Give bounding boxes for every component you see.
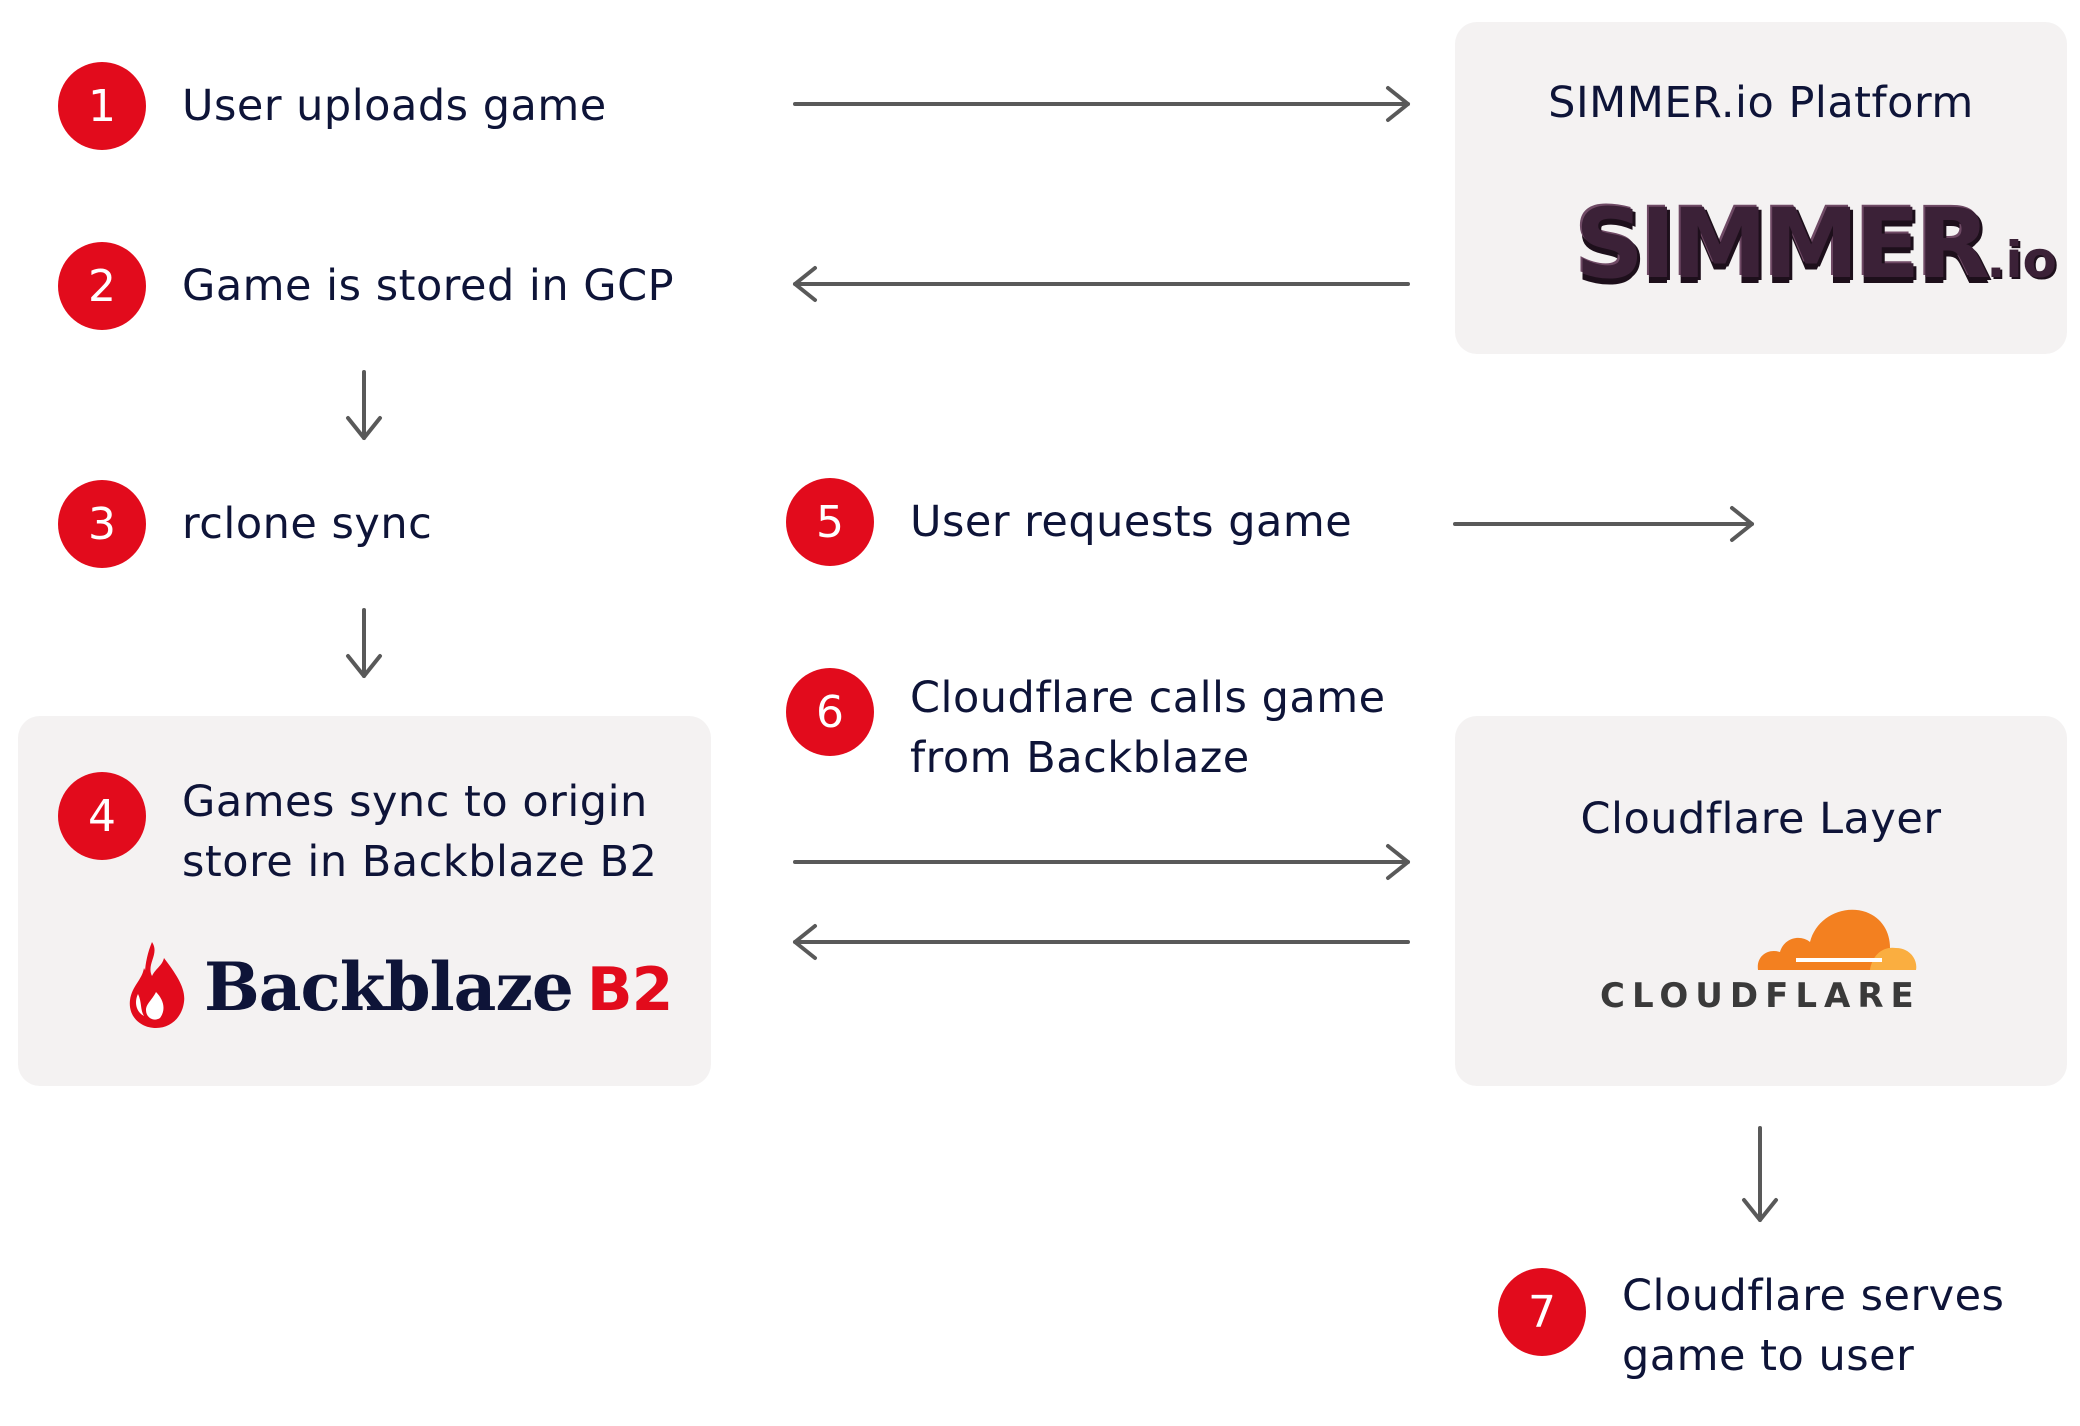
step-7-line-2: game to user [1622, 1331, 1915, 1381]
step-1-badge: 1 [58, 62, 146, 150]
step-6-line-1: Cloudflare calls game [910, 673, 1386, 723]
step-5-badge: 5 [786, 478, 874, 566]
cloudflare-layer-title: Cloudflare Layer [1580, 794, 1942, 844]
step-3-badge: 3 [58, 480, 146, 568]
step-4-line-2: store in Backblaze B2 [182, 837, 658, 887]
simmer-logo-main: SIMMER [1575, 188, 1990, 300]
step-4-line-1: Games sync to origin [182, 777, 648, 827]
simmer-platform-title: SIMMER.io Platform [1548, 78, 1974, 128]
step-2-label: Game is stored in GCP [182, 261, 675, 311]
simmer-platform-panel [1455, 22, 2067, 354]
backblaze-panel [18, 716, 711, 1086]
step-6-badge: 6 [786, 668, 874, 756]
backblaze-flame-icon [129, 942, 185, 1028]
backblaze-logo-suffix: B2 [586, 955, 673, 1025]
step-7-badge: 7 [1498, 1268, 1586, 1356]
step-7-label: Cloudflare serves game to user [1622, 1266, 2004, 1386]
step-2-badge: 2 [58, 242, 146, 330]
cloudflare-cloud-icon [1757, 909, 1917, 970]
step-7-line-1: Cloudflare serves [1622, 1271, 2005, 1321]
step-3-label: rclone sync [182, 499, 433, 549]
cloudflare-logo-text: CLOUDFLARE [1600, 976, 1921, 1016]
step-5-label: User requests game [910, 497, 1353, 547]
simmer-logo-suffix: .io [1986, 231, 2057, 289]
step-4-badge: 4 [58, 772, 146, 860]
cloudflare-layer-panel [1455, 716, 2067, 1086]
step-4-label: Games sync to origin store in Backblaze … [182, 772, 657, 892]
step-6-line-2: from Backblaze [910, 733, 1250, 783]
step-6-label: Cloudflare calls game from Backblaze [910, 668, 1386, 788]
simmer-logo: SIMMER.io [1575, 188, 2057, 300]
step-1-label: User uploads game [182, 81, 607, 131]
